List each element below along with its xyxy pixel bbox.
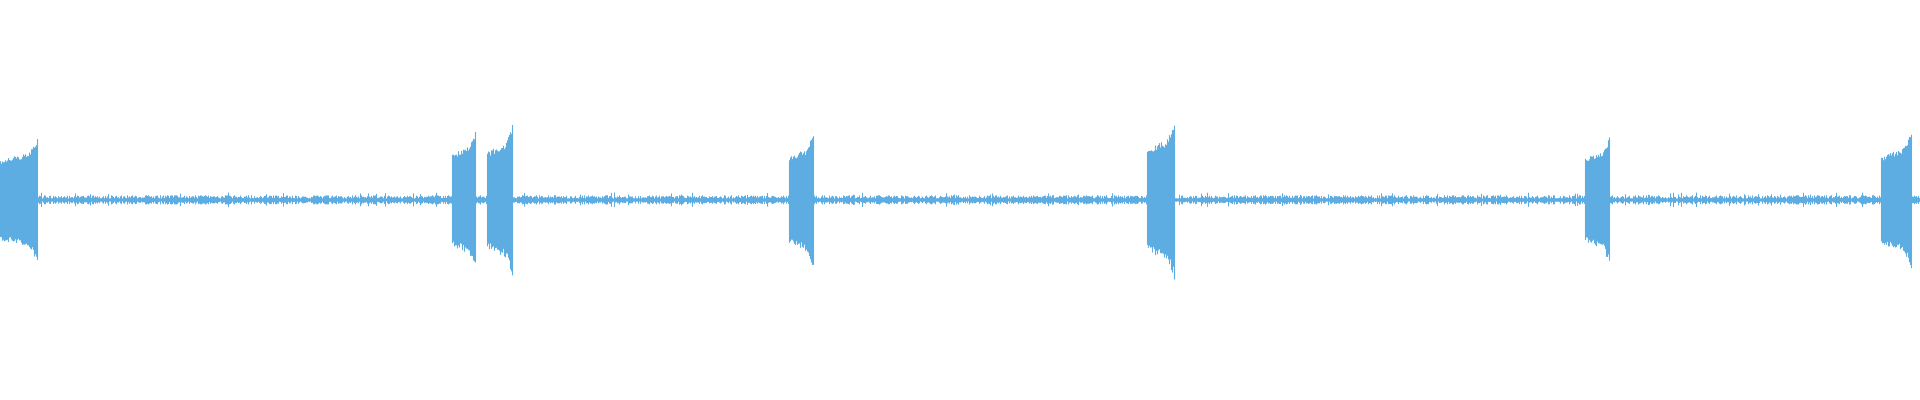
waveform-burst-5 — [1584, 137, 1611, 261]
waveform-burst-3 — [788, 136, 815, 265]
waveform-burst-2a — [451, 131, 477, 263]
waveform-burst-2b — [486, 125, 514, 276]
waveform-burst-4 — [1146, 125, 1176, 280]
waveform-baseline — [37, 192, 1920, 208]
waveform-burst-1 — [0, 139, 39, 260]
waveform-burst-6 — [1880, 134, 1913, 269]
